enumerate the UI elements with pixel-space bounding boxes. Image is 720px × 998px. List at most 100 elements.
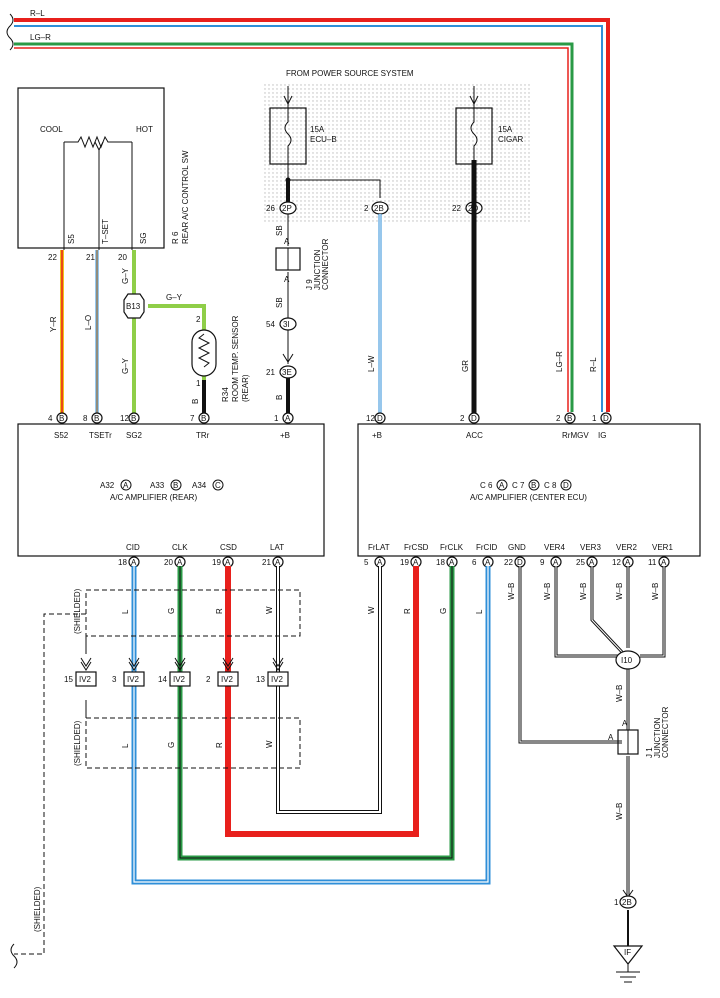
terminal-label: VER3 <box>580 543 601 552</box>
pin-number: 7 <box>190 414 195 423</box>
splice-b13 <box>123 293 145 319</box>
pin-circle <box>128 412 140 424</box>
wire-label-b-plus: B <box>275 395 284 400</box>
gnd-label-wb4: W–B <box>615 583 624 600</box>
pin-number: 12 <box>366 414 375 423</box>
ac-amplifier-center <box>357 423 701 557</box>
terminal-label: CLK <box>172 543 188 552</box>
j1-code: J 1 <box>645 747 654 758</box>
pin-22-2d: 22 <box>452 204 461 213</box>
ground-point-if <box>612 945 644 965</box>
sw-pin-20: 20 <box>118 253 127 262</box>
connector-2p-label: 2P <box>282 204 292 213</box>
connector-2b-ground-label: 2B <box>622 898 632 907</box>
room-temp-sensor <box>191 329 217 377</box>
gnd-label-wb6: W–B <box>615 685 624 702</box>
terminal-label: GND <box>508 543 526 552</box>
j1-pin-a-left: A <box>608 733 614 742</box>
terminal-label: FrCLK <box>440 543 464 552</box>
wire-label-g-y2: G–Y <box>166 293 183 302</box>
wire-l-cid-inner <box>133 566 489 883</box>
conn-letter: A <box>275 558 281 567</box>
pin-number: 12 <box>120 414 129 423</box>
pin-circle <box>91 412 103 424</box>
rear-amp-bottom-terminal: LAT 21 A <box>262 543 284 568</box>
conn-letter: A <box>285 414 291 423</box>
pin-number: 8 <box>83 414 88 423</box>
terminal-label: S52 <box>54 431 69 440</box>
gnd-label-wb2: W–B <box>543 583 552 600</box>
bus-label-r: R <box>215 608 224 614</box>
pin-number: 12 <box>612 558 621 567</box>
fuse-ecu-b-element <box>284 104 292 200</box>
iv2-connector: 14 IV2 <box>158 657 191 687</box>
connector-3i-label: 3I <box>283 320 290 329</box>
conn-letter: A <box>177 558 183 567</box>
rear-amp-code-1-circle <box>120 479 132 491</box>
label-r-l: R–L <box>30 9 45 18</box>
bus-low-label-r: R <box>215 742 224 748</box>
sw-terminal-tset: T–SET <box>101 219 110 244</box>
wire-label-r-l2: R–L <box>589 357 598 372</box>
conn-letter: A <box>377 558 383 567</box>
iv2-box <box>169 671 191 687</box>
j9-code: J 9 <box>305 279 314 290</box>
splice-i10 <box>615 650 641 670</box>
pin-number: 18 <box>436 558 445 567</box>
iv2-pin-number: 14 <box>158 675 167 684</box>
shielded-label-2: (SHIELDED) <box>73 720 82 766</box>
iv2-name: IV2 <box>271 675 284 684</box>
pin-number: 21 <box>262 558 271 567</box>
iv2-pin-number: 13 <box>256 675 265 684</box>
terminal-label: LAT <box>270 543 284 552</box>
center-amp-code-1: C 6 <box>480 481 493 490</box>
rear-amp-code-1: A32 <box>100 481 115 490</box>
bus-low-label-l: L <box>121 743 130 748</box>
pin-number: 18 <box>118 558 127 567</box>
sensor-pin-2: 2 <box>196 315 201 324</box>
j9-pin-a-bot: A <box>284 275 290 284</box>
center-amp-code-2-letter: B <box>531 481 536 490</box>
iv2-connector: 13 IV2 <box>256 657 289 687</box>
terminal-label: FrLAT <box>368 543 390 552</box>
iv2-name: IV2 <box>173 675 186 684</box>
bus-label-w: W <box>265 606 274 614</box>
iv2-box <box>217 671 239 687</box>
pin-26: 26 <box>266 204 275 213</box>
terminal-label: CID <box>126 543 140 552</box>
pin-number: 22 <box>504 558 513 567</box>
terminal-label: RrMGV <box>562 431 589 440</box>
rear-amp-code-2-letter: B <box>173 481 178 490</box>
center-amp-code-3-circle <box>560 479 572 491</box>
terminal-label: SG2 <box>126 431 143 440</box>
chevron-icon <box>128 657 140 671</box>
fuse-ecu-b-name: ECU–B <box>310 135 337 144</box>
rear-amp-code-3: A34 <box>192 481 207 490</box>
j9-name2: CONNECTOR <box>321 238 330 290</box>
conn-letter: D <box>517 558 523 567</box>
pin-number: 25 <box>576 558 585 567</box>
wire-label-lg-r2: LG–R <box>555 351 564 372</box>
wire-label-b: B <box>191 399 200 404</box>
connector-3e-label: 3E <box>282 368 292 377</box>
iv2-pin-number: 15 <box>64 675 73 684</box>
terminal-label: VER2 <box>616 543 637 552</box>
sw-hot-label: HOT <box>136 125 153 134</box>
sensor-sub: (REAR) <box>241 374 250 402</box>
chevron-icon <box>174 657 186 671</box>
bus-label-l: L <box>121 609 130 614</box>
sw-pin-21: 21 <box>86 253 95 262</box>
shield-box-lower <box>85 717 301 769</box>
pin-circle <box>564 412 576 424</box>
pin-circle <box>468 412 480 424</box>
shield-drain-left <box>14 613 86 955</box>
bus-label-r2: R <box>403 608 412 614</box>
